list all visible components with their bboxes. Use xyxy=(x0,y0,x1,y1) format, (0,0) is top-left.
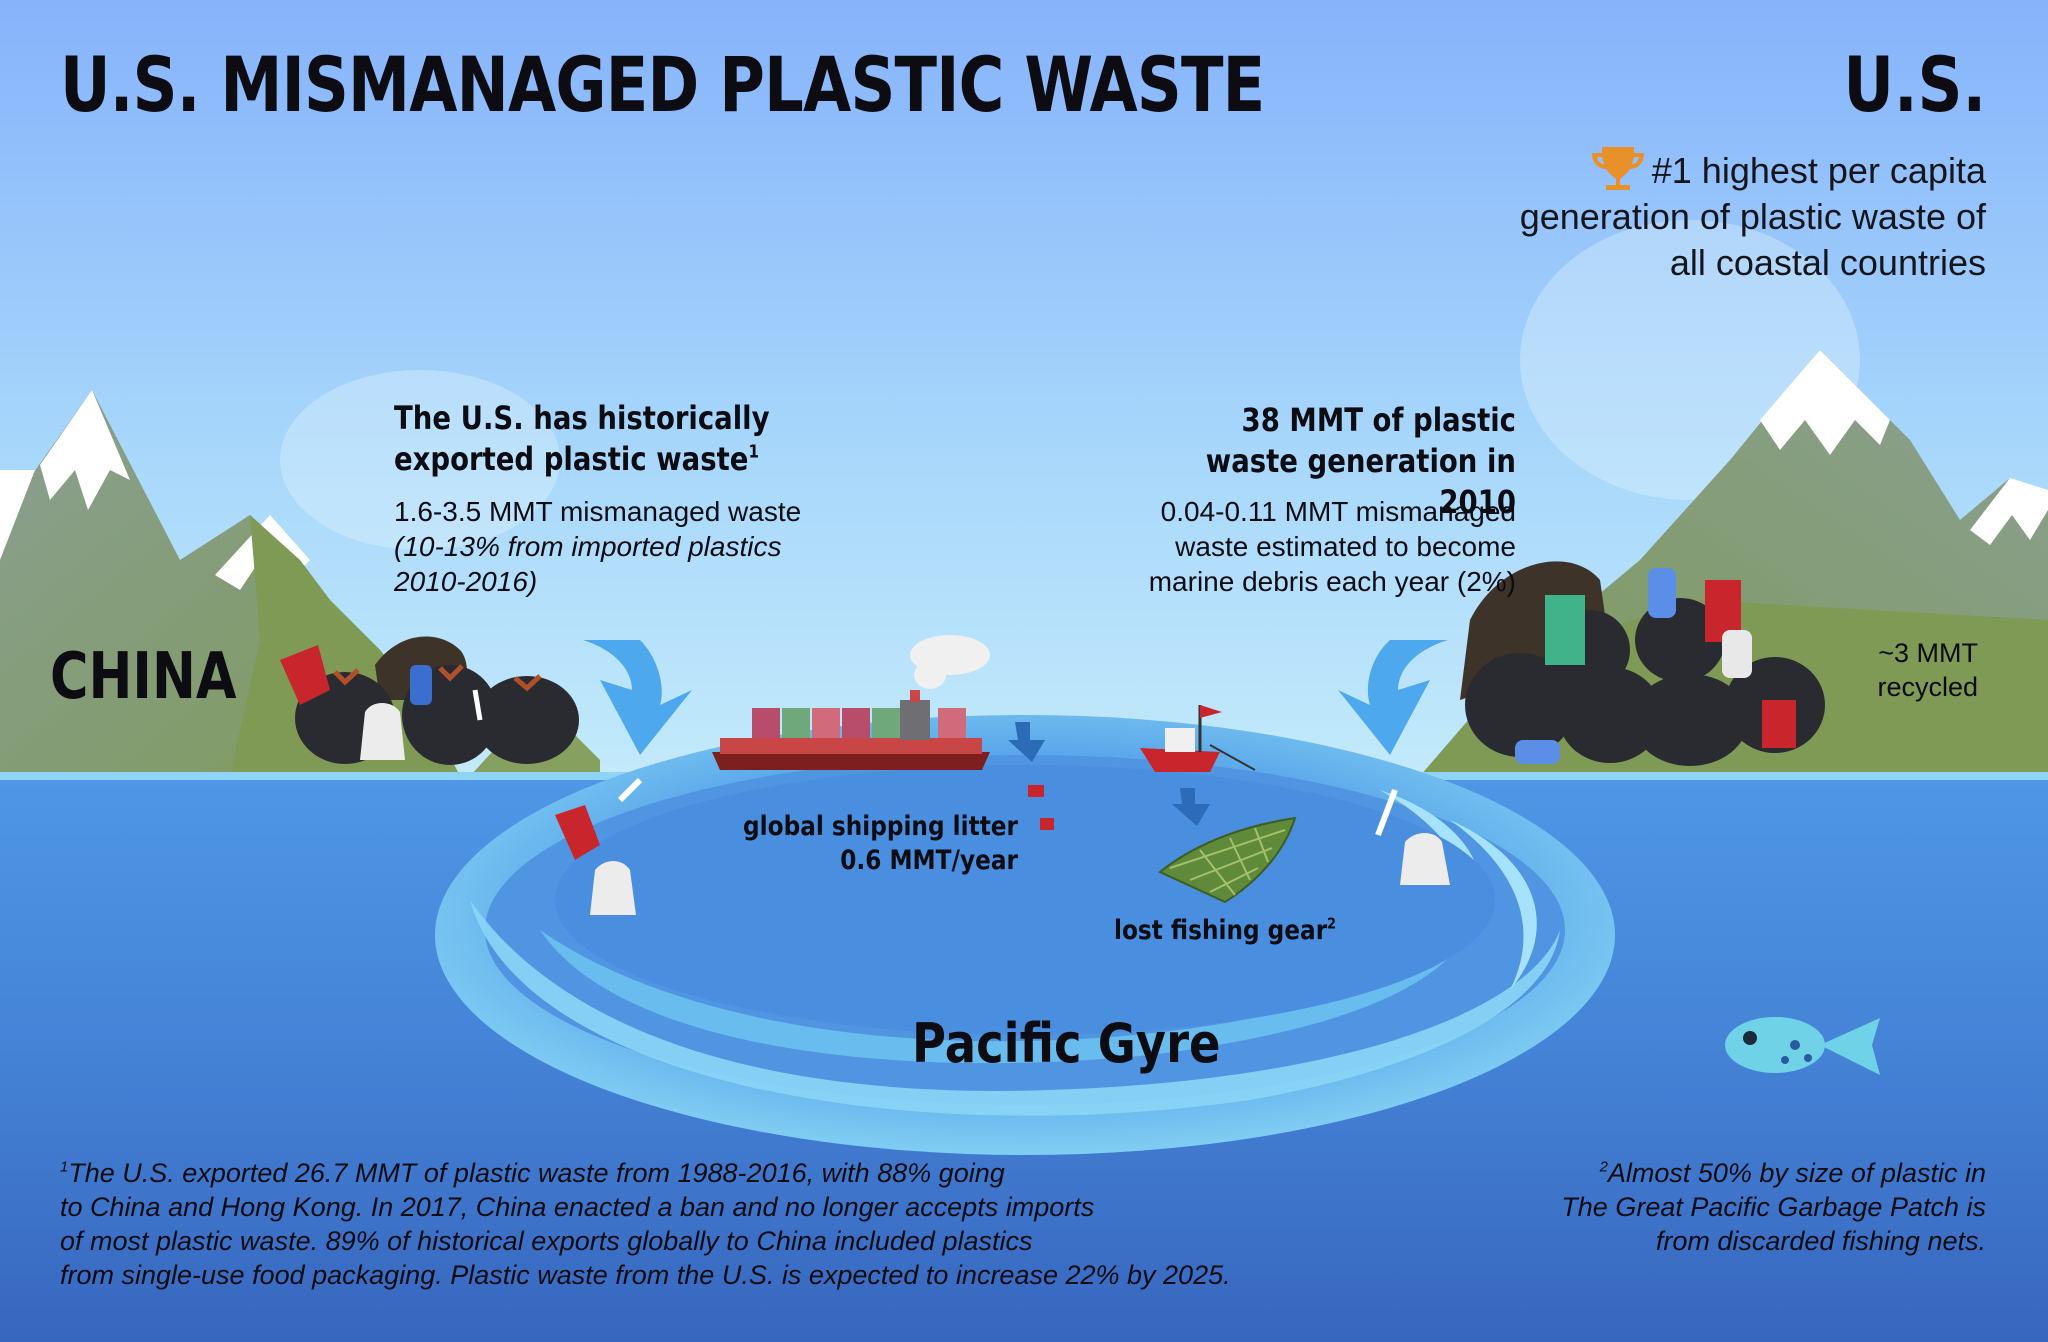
china-label: CHINA xyxy=(50,640,237,714)
down-arrow-icon xyxy=(1338,640,1448,755)
footnote-1-line4: from single-use food packaging. Plastic … xyxy=(60,1260,1231,1290)
footnote-marker-2: 2 xyxy=(1327,914,1337,933)
fish-icon xyxy=(1725,1017,1880,1075)
us-label: U.S. xyxy=(1843,40,1986,129)
shipping-line1: global shipping litter xyxy=(743,811,1018,842)
fishing-net-icon xyxy=(1158,816,1297,904)
trash-bag-icon xyxy=(1558,667,1662,763)
cup-icon xyxy=(555,805,600,860)
bottle-icon xyxy=(1648,568,1676,618)
down-arrow-icon xyxy=(1172,788,1210,826)
snow-cap xyxy=(1760,350,1890,455)
footnote-2-line2: The Great Pacific Garbage Patch is xyxy=(1561,1192,1986,1222)
export-body: 1.6-3.5 MMT mismanaged waste (10-13% fro… xyxy=(394,494,894,599)
china-trash-pile xyxy=(280,636,579,765)
footnote-marker-1: 1 xyxy=(748,442,759,463)
fishing-gear-text: lost fishing gear xyxy=(1114,915,1328,946)
cup-icon xyxy=(1545,595,1585,665)
export-heading: The U.S. has historically exported plast… xyxy=(394,398,790,480)
cup-icon xyxy=(280,645,330,705)
plastic-bag-icon xyxy=(1400,833,1450,885)
generation-heading-line1: 38 MMT of plastic xyxy=(1241,401,1516,439)
export-heading-line1: The U.S. has historically xyxy=(394,399,770,437)
shipping-line2: 0.6 MMT/year xyxy=(840,845,1018,876)
plastic-bag-icon xyxy=(1722,630,1752,678)
trash-bag-icon xyxy=(1632,674,1748,766)
bottle-icon xyxy=(1515,740,1560,764)
us-rank-copy: #1 highest per capita generation of plas… xyxy=(1519,150,1986,283)
litter-icon xyxy=(1028,785,1044,797)
recycled-line2: recycled xyxy=(1877,672,1978,702)
footnote-1-line3: of most plastic waste. 89% of historical… xyxy=(60,1226,1033,1256)
plastic-bag-icon xyxy=(590,861,636,915)
fork-icon xyxy=(617,777,643,803)
pacific-gyre-swirl xyxy=(435,715,1615,1155)
snow-cap xyxy=(40,390,130,510)
down-arrow-icon xyxy=(1008,722,1045,762)
export-note-line2: 2010-2016) xyxy=(394,566,538,597)
cargo-ship-icon xyxy=(712,635,990,770)
fishing-boat-icon xyxy=(1140,705,1256,772)
recycled-label: ~3 MMT recycled xyxy=(1828,636,1978,704)
footnote-2: 2Almost 50% by size of plastic in The Gr… xyxy=(1466,1156,1986,1258)
bottle-icon xyxy=(410,665,432,705)
fork-icon xyxy=(472,689,483,721)
trophy-icon xyxy=(1591,147,1644,190)
footnote-1-marker: 1 xyxy=(60,1159,69,1176)
litter-icon xyxy=(1040,818,1054,830)
generation-heading-line2: waste generation in 2010 xyxy=(1205,442,1516,521)
cup-icon xyxy=(1762,700,1796,748)
footnote-1-line2: to China and Hong Kong. In 2017, China e… xyxy=(60,1192,1095,1222)
us-trash-pile xyxy=(1460,561,1825,766)
fork-icon xyxy=(1375,788,1398,837)
generation-heading: 38 MMT of plastic waste generation in 20… xyxy=(1120,400,1516,523)
generation-body-line3: marine debris each year (2%) xyxy=(1148,566,1516,597)
generation-body-line2: waste estimated to become xyxy=(1175,531,1516,562)
recycled-line1: ~3 MMT xyxy=(1878,638,1978,668)
footnote-1-line1: The U.S. exported 26.7 MMT of plastic wa… xyxy=(68,1158,1005,1188)
footnote-2-marker: 2 xyxy=(1599,1159,1608,1176)
shipping-litter-label: global shipping litter 0.6 MMT/year xyxy=(674,810,1018,878)
generation-body: 0.04-0.11 MMT mismanaged waste estimated… xyxy=(1036,494,1516,599)
snow-cap xyxy=(1970,478,2048,545)
footnote-2-line1: Almost 50% by size of plastic in xyxy=(1607,1158,1986,1188)
footnote-1: 1The U.S. exported 26.7 MMT of plastic w… xyxy=(60,1156,1420,1292)
trash-bag-icon xyxy=(1465,653,1575,757)
footnote-2-line3: from discarded fishing nets. xyxy=(1655,1226,1986,1256)
page-title: U.S. MISMANAGED PLASTIC WASTE xyxy=(60,40,1265,129)
down-arrow-icon xyxy=(583,640,692,755)
us-rank-text: #1 highest per capita generation of plas… xyxy=(1516,145,1986,286)
plastic-bag-icon xyxy=(360,703,405,760)
fishing-gear-label: lost fishing gear2 xyxy=(1114,915,1336,946)
generation-body-line1: 0.04-0.11 MMT mismanaged xyxy=(1160,496,1516,527)
export-value: 1.6-3.5 MMT mismanaged waste xyxy=(394,496,802,527)
pacific-gyre-label: Pacific Gyre xyxy=(912,1012,1221,1075)
export-heading-line2: exported plastic waste xyxy=(394,440,749,478)
export-note-line1: (10-13% from imported plastics xyxy=(394,531,782,562)
trash-bag-icon xyxy=(475,674,579,764)
trash-bag-icon xyxy=(1635,598,1725,682)
